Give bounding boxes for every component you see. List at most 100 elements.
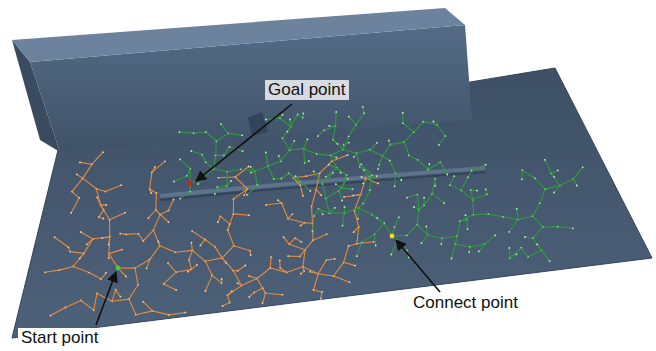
tree-vertex [243, 194, 245, 196]
tree-edge [318, 274, 333, 276]
tree-edge [471, 190, 473, 200]
tree-vertex [245, 265, 247, 267]
tree-vertex [278, 155, 280, 157]
tree-edge [72, 178, 83, 191]
tree-edge [303, 267, 319, 274]
tree-vertex [509, 247, 511, 249]
tree-edge [317, 154, 331, 156]
tree-vertex [320, 194, 322, 196]
tree-edge [282, 203, 289, 219]
tree-edge [235, 167, 248, 178]
tree-edge [409, 155, 418, 160]
tree-edge [268, 161, 281, 166]
tree-edge [374, 235, 375, 246]
tree-vertex [544, 159, 546, 161]
tree-edge [423, 122, 437, 125]
tree-edge [226, 172, 228, 186]
tree-vertex [179, 198, 181, 200]
tree-vertex [222, 305, 224, 307]
tree-edge [251, 167, 255, 172]
tree-vertex [375, 245, 377, 247]
tree-edge [263, 288, 266, 293]
tree-edge [73, 267, 89, 273]
tree-edge [101, 273, 106, 279]
tree-edge [343, 145, 344, 150]
tree-vertex [508, 231, 510, 233]
tree-vertex [279, 260, 281, 262]
tree-vertex [362, 182, 364, 184]
tree-edge [153, 230, 159, 246]
tree-edge [96, 189, 105, 192]
tree-edge [169, 313, 185, 315]
tree-edge [289, 244, 305, 250]
tree-edge [228, 230, 234, 246]
tree-vertex [287, 255, 289, 257]
tree-edge [291, 115, 298, 127]
tree-vertex [164, 160, 166, 162]
tree-edge [333, 126, 335, 140]
tree-vertex [423, 197, 425, 199]
tree-edge [344, 143, 349, 145]
tree-vertex [465, 214, 467, 216]
tree-edge [288, 219, 305, 223]
tree-edge [421, 235, 427, 243]
tree-vertex [516, 253, 518, 255]
tree-edge [370, 176, 377, 178]
tree-vertex [190, 150, 192, 152]
tree-edge [221, 279, 222, 283]
tree-edge [255, 171, 257, 185]
tree-edge [414, 207, 419, 210]
leader-arrow [196, 104, 292, 181]
tree-edge [93, 237, 110, 239]
tree-edge [282, 173, 289, 178]
tree-vertex [295, 175, 297, 177]
tree-edge [335, 112, 337, 126]
tree-edge [303, 267, 304, 271]
tree-edge [192, 250, 205, 261]
tree-edge [296, 176, 301, 181]
tree-edge [148, 210, 155, 218]
tree-edge [306, 173, 320, 176]
tree-edge [278, 200, 282, 203]
tree-vertex [356, 255, 358, 257]
tree-vertex [335, 157, 337, 159]
tree-edge [344, 262, 356, 265]
tree-vertex [340, 172, 342, 174]
tree-edge [437, 125, 445, 136]
tree-edge [370, 150, 383, 156]
tree-edge [528, 250, 542, 256]
tree-edge [192, 231, 205, 239]
tree-edge [150, 189, 157, 193]
tree-edge [126, 233, 138, 235]
tree-vertex [572, 227, 574, 229]
tree-vertex [231, 290, 233, 292]
tree-edge [432, 194, 444, 203]
tree-vertex [335, 183, 337, 185]
tree-vertex [150, 192, 152, 194]
tree-edge [55, 237, 69, 247]
tree-edge [486, 189, 487, 194]
tree-vertex [237, 282, 239, 284]
tree-edge [357, 150, 371, 154]
tree-vertex [354, 265, 356, 267]
tree-edge [215, 247, 222, 258]
tree-edge [301, 271, 304, 274]
tree-edge [238, 266, 246, 271]
tree-edge [337, 168, 347, 175]
tree-vertex [322, 213, 324, 215]
tree-edge [473, 194, 487, 199]
tree-edge [433, 122, 437, 125]
tree-vertex [101, 237, 103, 239]
tree-vertex [265, 204, 267, 206]
tree-edge [222, 258, 226, 263]
tree-edge [349, 244, 357, 246]
tree-edge [461, 177, 468, 190]
tree-edge [257, 279, 266, 294]
wall-notch [248, 112, 268, 136]
tree-edge [92, 152, 103, 164]
tree-edge [417, 210, 419, 225]
tree-vertex [376, 142, 378, 144]
tree-edge [187, 169, 191, 176]
tree-edge [558, 227, 573, 229]
tree-edge [200, 240, 205, 246]
